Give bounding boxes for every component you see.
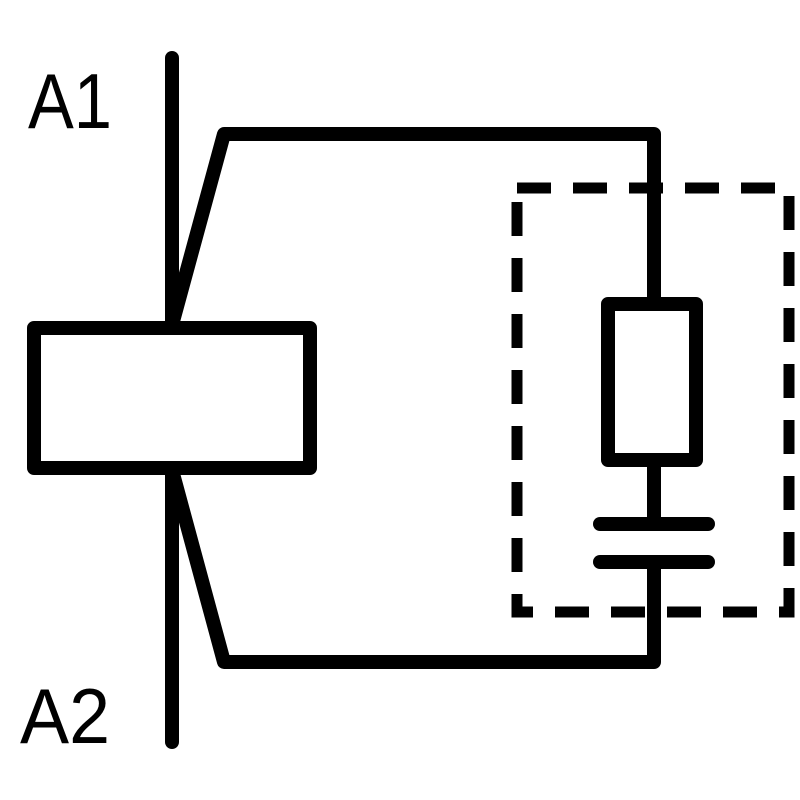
resistor [601,297,703,467]
lower-branch-wire [165,463,661,669]
terminal-label-a1: A1 [28,57,112,145]
coil-body [27,321,317,475]
upper-branch-wire [165,127,661,332]
terminal-label-a2: A2 [20,672,110,760]
suppressor-module-boundary [511,182,795,618]
